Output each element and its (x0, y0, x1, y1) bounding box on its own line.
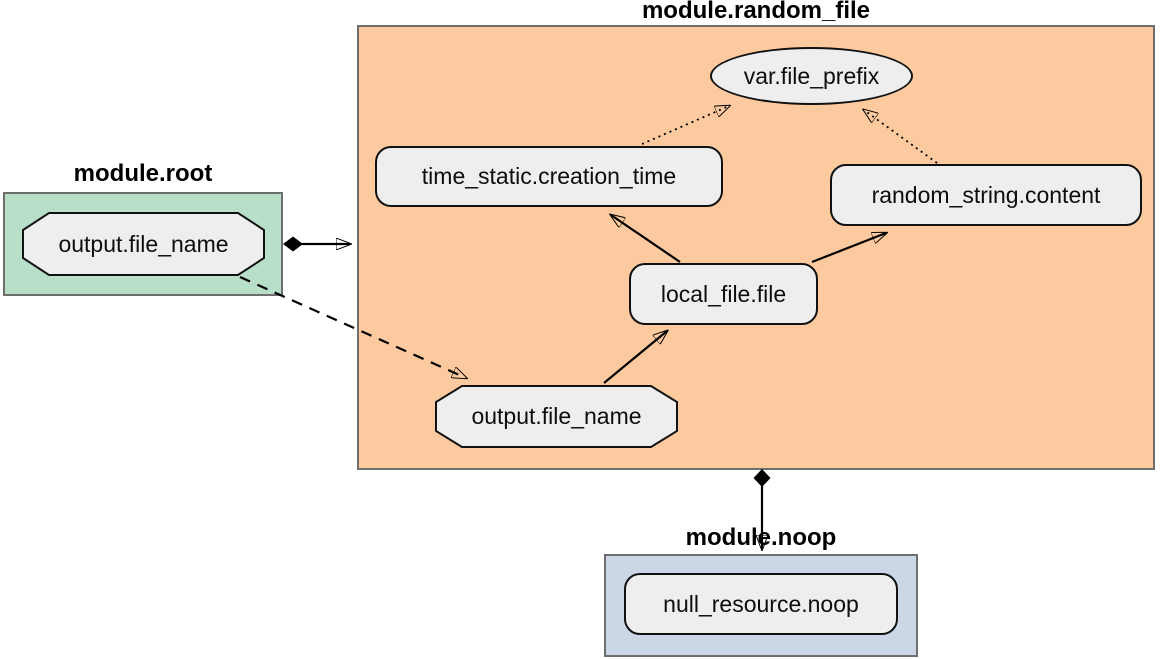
diamond-tail-module-random-file (753, 469, 771, 487)
node-label: null_resource.noop (663, 590, 859, 617)
cluster-title-module-noop: module.noop (685, 524, 837, 551)
node-label: output.file_name (58, 230, 229, 257)
node-label: local_file.file (660, 280, 787, 307)
diamond-tail-module-root (283, 236, 303, 252)
cluster-title-module-random-file: module.random_file (641, 0, 871, 24)
node-label: time_static.creation_time (421, 163, 677, 189)
node-label: random_string.content (871, 181, 1101, 208)
node-var-file-prefix: var.file_prefix (710, 47, 913, 105)
octagon-shape (22, 212, 265, 276)
octagon-shape (435, 385, 678, 448)
node-label: output.file_name (471, 403, 642, 429)
node-random-file-output-file-name: output.file_name (435, 385, 678, 448)
node-time-static-creation-time: time_static.creation_time (375, 146, 723, 207)
cluster-title-module-root: module.root (73, 160, 213, 187)
node-label: var.file_prefix (743, 62, 880, 89)
node-local-file-file: local_file.file (629, 263, 818, 325)
node-root-output-file-name: output.file_name (22, 212, 265, 276)
node-null-resource-noop: null_resource.noop (624, 573, 898, 635)
node-random-string-content: random_string.content (830, 164, 1142, 226)
